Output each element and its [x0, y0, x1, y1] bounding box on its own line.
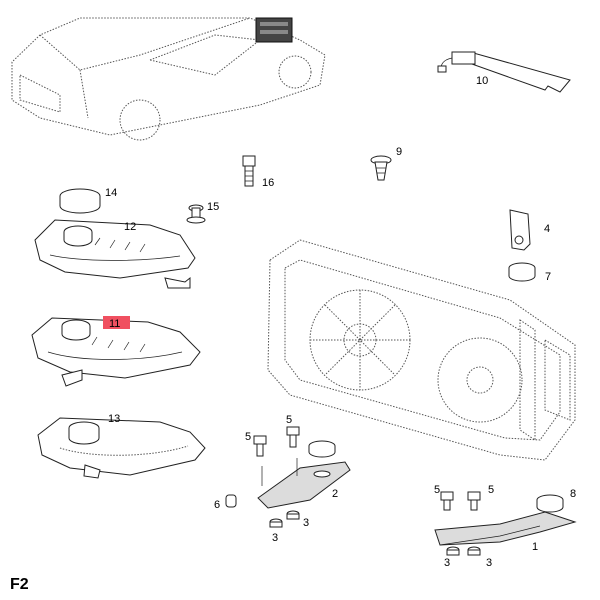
part-3-nut-left-b [286, 510, 300, 520]
part-3-nut-right-b [467, 546, 481, 556]
callout-3-b: 3 [303, 517, 309, 529]
part-14-cap [59, 188, 101, 214]
page-code: F2 [10, 576, 29, 593]
part-5-bolt-right-b [467, 491, 481, 511]
part-12-reservoir [34, 219, 196, 289]
part-6-bushing [225, 494, 237, 508]
callout-3-a: 3 [272, 532, 278, 544]
callout-5-c: 5 [434, 484, 440, 496]
callout-4: 4 [544, 223, 550, 235]
callout-5-d: 5 [488, 484, 494, 496]
callout-7: 7 [545, 271, 551, 283]
callout-11: 11 [109, 318, 120, 330]
callout-10: 10 [476, 75, 488, 87]
part-1-mount-bracket [434, 511, 577, 546]
callout-11-highlight [103, 316, 130, 329]
callout-5-b: 5 [286, 414, 292, 426]
radiator-fan-assembly [267, 239, 576, 461]
part-11-reservoir [31, 317, 201, 387]
callout-6: 6 [214, 499, 220, 511]
part-8-mount [536, 494, 564, 513]
part-3-nut-right-a [446, 546, 460, 556]
part-7-grommet [508, 262, 536, 282]
callout-14: 14 [105, 187, 117, 199]
callout-16: 16 [262, 177, 274, 189]
callout-15: 15 [207, 201, 219, 213]
vehicle-location-marker [255, 17, 293, 43]
part-15-screw [186, 204, 206, 224]
part-5-bolt-right-a [440, 491, 454, 511]
callout-1: 1 [532, 541, 538, 553]
part-13-reservoir [37, 417, 206, 479]
part-16-bolt [242, 155, 256, 187]
callout-8: 8 [570, 488, 576, 500]
callout-9: 9 [396, 146, 402, 158]
part-9-clip [370, 155, 392, 181]
callout-5-a: 5 [245, 431, 251, 443]
part-5-bolt-left-b [286, 426, 300, 448]
part-3-nut-left-a [269, 518, 283, 528]
part-4-bracket [509, 209, 531, 251]
callout-2: 2 [332, 488, 338, 500]
part-5-bolt-left-a [253, 435, 267, 457]
callout-13: 13 [108, 413, 120, 425]
callout-12: 12 [124, 221, 136, 233]
callout-3-c: 3 [444, 557, 450, 569]
part-2-mount-bracket [257, 440, 351, 509]
part-10-sensor [437, 51, 571, 93]
callout-3-d: 3 [486, 557, 492, 569]
